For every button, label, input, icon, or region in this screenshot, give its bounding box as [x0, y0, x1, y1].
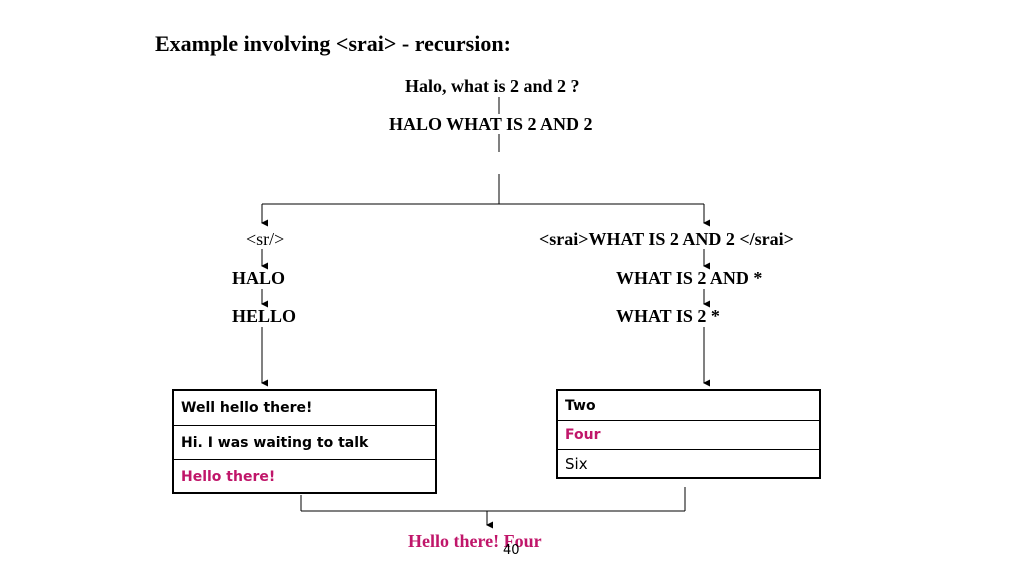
slide-title: Example involving <srai> - recursion:: [155, 31, 511, 56]
right-template-box: Two Four Six: [556, 389, 821, 479]
left-template-row: Hi. I was waiting to talk: [174, 425, 435, 459]
right-step-what-star: WHAT IS 2 *: [616, 306, 720, 326]
right-template-row: Two: [565, 397, 596, 414]
normalized-input: HALO WHAT IS 2 AND 2: [389, 114, 593, 134]
right-step-what-and: WHAT IS 2 AND *: [616, 268, 763, 288]
right-template-row-selected: Four: [558, 420, 819, 449]
final-result: Hello there! Four: [408, 531, 542, 551]
page-number: 40: [503, 543, 520, 558]
left-step-hello: HELLO: [232, 306, 297, 326]
srai-tag-label: <srai>WHAT IS 2 AND 2 </srai>: [539, 229, 794, 249]
right-template-row: Six: [558, 449, 819, 478]
sr-tag-label: <sr/>: [246, 229, 285, 249]
left-template-box: Well hello there! Hi. I was waiting to t…: [172, 389, 437, 494]
left-template-row: Well hello there!: [181, 400, 313, 416]
input-sentence: Halo, what is 2 and 2 ?: [405, 76, 580, 96]
left-template-row-selected: Hello there!: [174, 459, 435, 493]
left-step-halo: HALO: [232, 268, 286, 288]
